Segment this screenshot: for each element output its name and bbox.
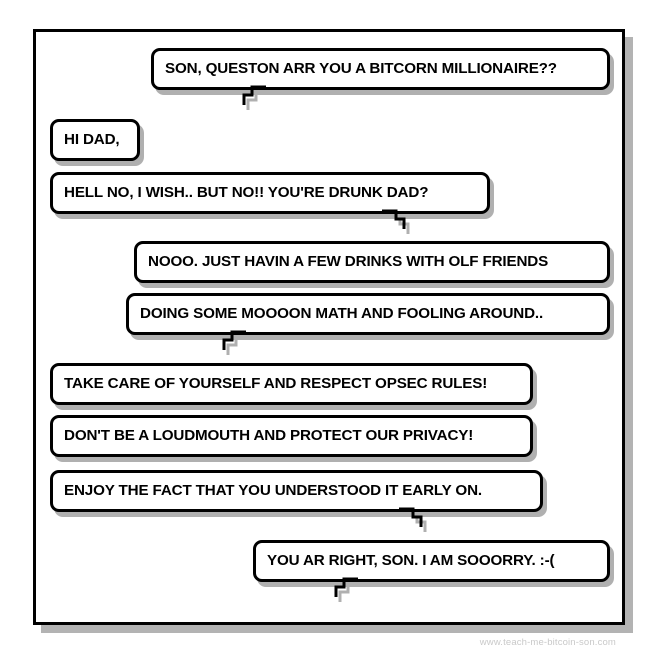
- speech-bubble-text: NOOO. JUST HAVIN A FEW DRINKS WITH OLF F…: [148, 253, 549, 271]
- speech-bubble-body: HELL NO, I WISH.. BUT NO!! YOU'RE DRUNK …: [50, 172, 490, 214]
- speech-bubble-body: DON'T BE A LOUDMOUTH AND PROTECT OUR PRI…: [50, 415, 533, 457]
- speech-bubble: ENJOY THE FACT THAT YOU UNDERSTOOD IT EA…: [50, 470, 547, 517]
- speech-bubble-text: HELL NO, I WISH.. BUT NO!! YOU'RE DRUNK …: [64, 184, 429, 202]
- speech-bubble-text: DON'T BE A LOUDMOUTH AND PROTECT OUR PRI…: [64, 427, 474, 445]
- watermark-url: www.teach-me-bitcoin-son.com: [479, 637, 616, 648]
- speech-bubble-body: HI DAD,: [50, 119, 140, 161]
- speech-bubble-body: YOU AR RIGHT, SON. I AM SOOORRY. :-(: [253, 540, 610, 582]
- speech-bubble-text: SON, QUESTON ARR YOU A BITCORN MILLIONAI…: [165, 60, 557, 78]
- speech-bubble: DOING SOME MOOOON MATH AND FOOLING AROUN…: [126, 293, 614, 340]
- speech-bubble: HI DAD,: [50, 119, 144, 166]
- speech-bubble: HELL NO, I WISH.. BUT NO!! YOU'RE DRUNK …: [50, 172, 494, 219]
- speech-bubble-body: DOING SOME MOOOON MATH AND FOOLING AROUN…: [126, 293, 610, 335]
- speech-bubble: SON, QUESTON ARR YOU A BITCORN MILLIONAI…: [151, 48, 614, 95]
- speech-bubble-body: NOOO. JUST HAVIN A FEW DRINKS WITH OLF F…: [134, 241, 610, 283]
- speech-bubble-text: HI DAD,: [64, 131, 120, 149]
- speech-bubble: TAKE CARE OF YOURSELF AND RESPECT OPSEC …: [50, 363, 537, 410]
- speech-bubble-body: SON, QUESTON ARR YOU A BITCORN MILLIONAI…: [151, 48, 610, 90]
- speech-bubble: YOU AR RIGHT, SON. I AM SOOORRY. :-(: [253, 540, 614, 587]
- speech-bubble: DON'T BE A LOUDMOUTH AND PROTECT OUR PRI…: [50, 415, 537, 462]
- speech-bubble: NOOO. JUST HAVIN A FEW DRINKS WITH OLF F…: [134, 241, 614, 288]
- speech-bubble-text: DOING SOME MOOOON MATH AND FOOLING AROUN…: [140, 305, 544, 323]
- speech-bubble-text: YOU AR RIGHT, SON. I AM SOOORRY. :-(: [267, 552, 555, 570]
- speech-bubble-body: TAKE CARE OF YOURSELF AND RESPECT OPSEC …: [50, 363, 533, 405]
- speech-bubble-text: ENJOY THE FACT THAT YOU UNDERSTOOD IT EA…: [64, 482, 482, 500]
- speech-bubble-text: TAKE CARE OF YOURSELF AND RESPECT OPSEC …: [64, 375, 488, 393]
- speech-bubble-body: ENJOY THE FACT THAT YOU UNDERSTOOD IT EA…: [50, 470, 543, 512]
